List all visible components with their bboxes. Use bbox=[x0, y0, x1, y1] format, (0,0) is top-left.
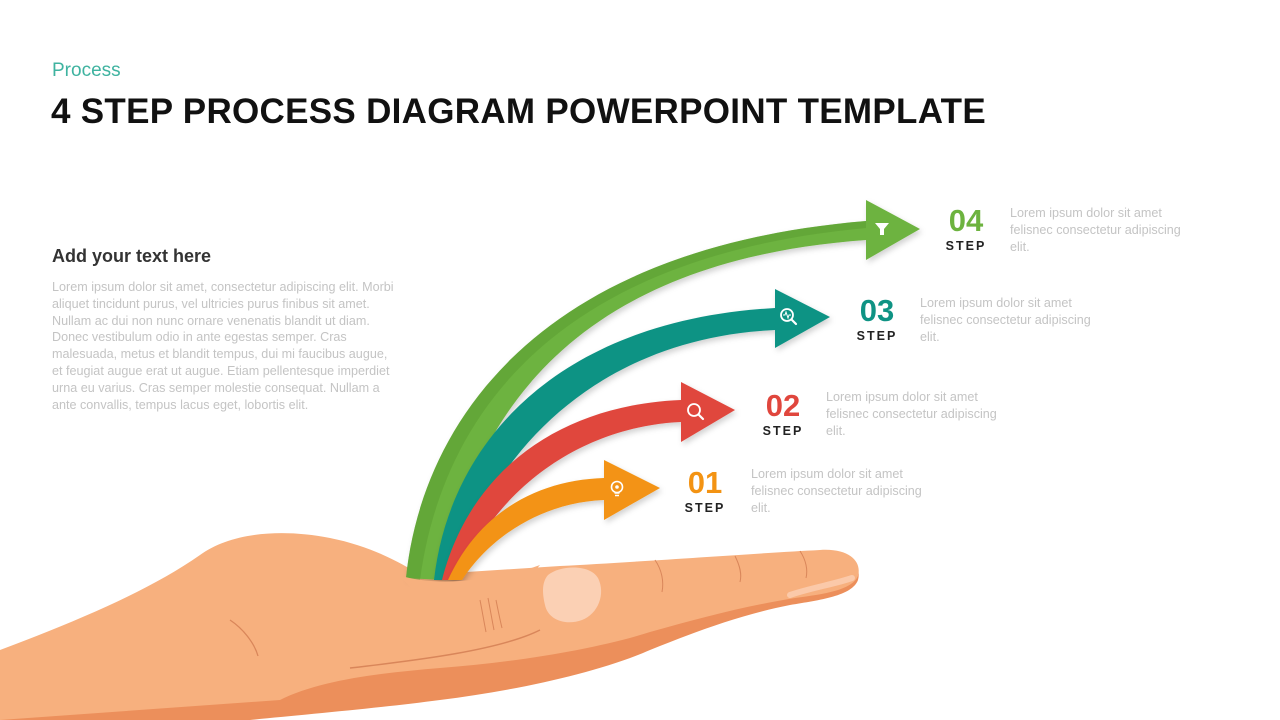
step-02-number: 02 bbox=[765, 388, 801, 423]
category-label: Process bbox=[52, 60, 121, 81]
arrow-step-01 bbox=[448, 460, 660, 580]
arrow-step-04 bbox=[406, 200, 920, 580]
side-body-text: Lorem ipsum dolor sit amet, consectetur … bbox=[52, 280, 394, 412]
step-03-label: STEP bbox=[856, 329, 898, 343]
magnifier-icon bbox=[687, 403, 705, 421]
step-04-description: Lorem ipsum dolor sit amet felisnec cons… bbox=[1010, 206, 1181, 254]
step-01-number: 01 bbox=[687, 465, 723, 500]
step-03-badge: 03 STEP bbox=[842, 293, 912, 344]
step-04-badge: 04 STEP bbox=[931, 203, 1001, 254]
step-04-label: STEP bbox=[945, 239, 987, 253]
step-03-number: 03 bbox=[859, 293, 895, 328]
step-01-label: STEP bbox=[684, 501, 726, 515]
page-title: 4 STEP PROCESS DIAGRAM POWERPOINT TEMPLA… bbox=[51, 92, 987, 131]
arrow-step-02 bbox=[442, 382, 735, 580]
step-02-badge: 02 STEP bbox=[748, 388, 818, 439]
step-01-description: Lorem ipsum dolor sit amet felisnec cons… bbox=[751, 467, 922, 515]
arrow-step-03 bbox=[434, 289, 830, 580]
hand-illustration bbox=[0, 533, 859, 720]
hand-palm bbox=[0, 533, 859, 720]
step-02-label: STEP bbox=[762, 424, 804, 438]
thumb-nail bbox=[543, 567, 602, 623]
funnel-icon bbox=[875, 223, 889, 235]
side-heading: Add your text here bbox=[52, 246, 212, 266]
pulse-search-icon bbox=[780, 308, 798, 326]
step-02-description: Lorem ipsum dolor sit amet felisnec cons… bbox=[826, 390, 997, 438]
step-03-description: Lorem ipsum dolor sit amet felisnec cons… bbox=[920, 296, 1091, 344]
step-01-badge: 01 STEP bbox=[670, 465, 740, 516]
step-04-number: 04 bbox=[948, 203, 984, 238]
lightbulb-icon bbox=[610, 480, 624, 497]
